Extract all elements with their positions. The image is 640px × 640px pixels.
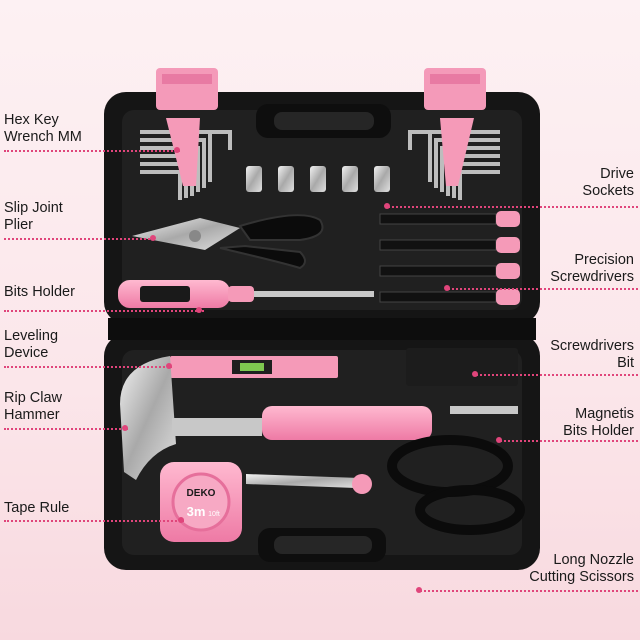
bits-holder-screwdriver xyxy=(118,280,374,308)
leader-screwdrivers-bit xyxy=(476,374,638,376)
hex-key-holder-left xyxy=(166,118,200,186)
label-drive-sockets: Drive Sockets xyxy=(582,166,634,199)
tape-brand-text: DEKO xyxy=(187,488,216,499)
case-latch-left xyxy=(156,68,218,110)
leader-dot-slip-joint xyxy=(150,235,156,241)
leader-dot-screwdrivers-bit xyxy=(472,371,478,377)
leveling-device xyxy=(170,356,338,378)
label-screwdrivers-bit: Screwdrivers Bit xyxy=(550,338,634,371)
leader-leveling xyxy=(4,366,172,368)
label-magnetis-bits-holder: Magnetis Bits Holder xyxy=(563,406,634,439)
label-hex-key-wrench: Hex Key Wrench MM xyxy=(4,112,82,145)
tape-rule: DEKO 3m 10ft xyxy=(160,462,242,542)
label-rip-claw-hammer: Rip Claw Hammer xyxy=(4,390,63,423)
long-nozzle-cutting-scissors xyxy=(246,435,525,535)
magnetic-bits-holder xyxy=(450,406,518,414)
leader-scissors xyxy=(420,590,638,592)
label-long-nozzle-scissors: Long Nozzle Cutting Scissors xyxy=(529,552,634,585)
drive-sockets xyxy=(246,166,390,192)
label-slip-joint-plier: Slip Joint Plier xyxy=(4,200,63,233)
tape-size-text: 3m xyxy=(187,504,206,519)
leader-magnetis xyxy=(500,440,638,442)
leader-rip-claw xyxy=(4,428,128,430)
label-tape-rule: Tape Rule xyxy=(4,500,70,516)
leader-dot-drive-sockets xyxy=(384,203,390,209)
leader-precision xyxy=(448,288,638,290)
leader-hex-key xyxy=(4,150,180,152)
screwdriver-bits xyxy=(406,348,518,386)
leader-dot-bits-holder xyxy=(196,307,202,313)
hex-key-holder-right xyxy=(440,118,474,186)
leader-dot-rip-claw xyxy=(122,425,128,431)
slip-joint-plier xyxy=(132,214,324,270)
leader-drive-sockets xyxy=(388,206,638,208)
leader-dot-magnetis xyxy=(496,437,502,443)
label-bits-holder: Bits Holder xyxy=(4,284,75,300)
leader-dot-tape-rule xyxy=(178,517,184,523)
leader-tape-rule xyxy=(4,520,184,522)
tape-units-text: 10ft xyxy=(208,511,220,518)
label-precision-screwdrivers: Precision Screwdrivers xyxy=(550,252,634,285)
leader-dot-leveling xyxy=(166,363,172,369)
label-leveling-device: Leveling Device xyxy=(4,328,59,361)
leader-bits-holder xyxy=(4,310,204,312)
leader-dot-hex-key xyxy=(174,147,180,153)
rip-claw-hammer xyxy=(120,356,432,480)
case-latch-right xyxy=(424,68,486,110)
precision-screwdrivers xyxy=(379,211,520,305)
leader-slip-joint xyxy=(4,238,154,240)
leader-dot-scissors xyxy=(416,587,422,593)
leader-dot-precision xyxy=(444,285,450,291)
